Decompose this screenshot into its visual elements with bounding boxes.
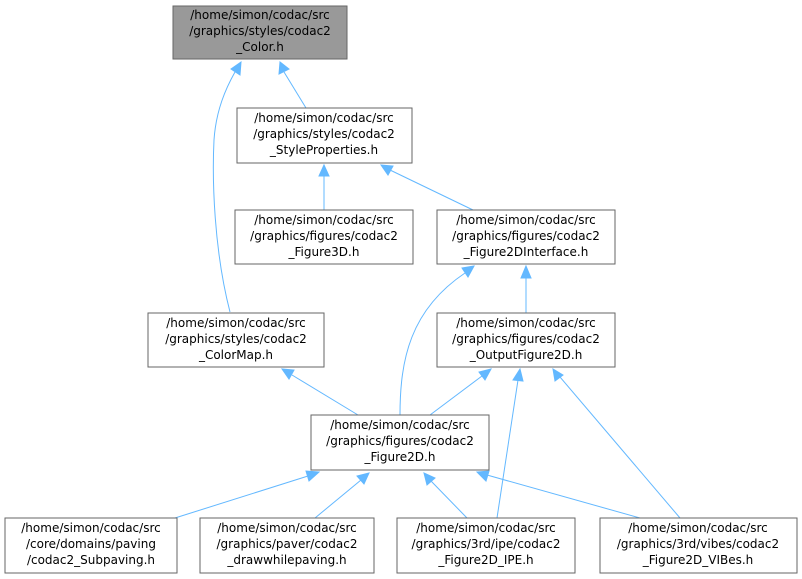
node-label-line: /home/simon/codac/src (456, 316, 595, 330)
node-label-line: /graphics/styles/codac2 (165, 332, 307, 346)
node-box (199, 517, 375, 574)
node-figure2d-vibes[interactable]: /home/simon/codac/src /graphics/3rd/vibe… (599, 517, 798, 574)
node-label-line: /home/simon/codac/src (456, 213, 595, 227)
node-label-line: /graphics/figures/codac2 (452, 229, 600, 243)
node-color[interactable]: /home/simon/codac/src /graphics/styles/c… (172, 5, 348, 60)
edge-drawwhilepaving-to-figure2d (314, 479, 362, 519)
node-label-line: _Figure2D_VIBes.h (642, 553, 754, 567)
node-label-line: _Figure2DInterface.h (463, 245, 589, 259)
node-label-line: /graphics/figures/codac2 (452, 332, 600, 346)
node-box (436, 209, 616, 265)
edge-figure2dinterface-to-styleproperties (389, 169, 474, 211)
node-label-line: _Figure2D.h (364, 450, 436, 464)
node-label-line: _ColorMap.h (198, 348, 273, 362)
node-output-figure2d[interactable]: /home/simon/codac/src /graphics/figures/… (436, 312, 616, 368)
edge-arrowhead (230, 60, 242, 76)
node-box (234, 209, 414, 265)
edge-arrowhead (280, 368, 295, 380)
node-label-line: /graphics/3rd/vibes/codac2 (617, 537, 779, 551)
node-label-line: /home/simon/codac/src (190, 8, 329, 22)
node-drawwhilepaving[interactable]: /home/simon/codac/src /graphics/paver/co… (199, 517, 375, 574)
node-box (172, 5, 348, 60)
node-label-line: /home/simon/codac/src (628, 521, 767, 535)
node-label-line: /codac2_Subpaving.h (27, 553, 155, 567)
node-label-line: /home/simon/codac/src (254, 213, 393, 227)
edge-arrowhead (305, 470, 321, 482)
edge-figure2d-to-colormap (291, 374, 359, 416)
node-label-line: /home/simon/codac/src (330, 418, 469, 432)
edge-figure2d-to-figure2dinterface (399, 272, 466, 416)
node-label-line: /graphics/paver/codac2 (217, 537, 358, 551)
edge-figure2dvibes-to-outputfigure2d (559, 376, 681, 519)
node-label-line: _StyleProperties.h (269, 143, 378, 157)
node-label-line: /home/simon/codac/src (166, 316, 305, 330)
node-box (396, 517, 576, 574)
node-box (236, 107, 413, 164)
edge-arrowhead (478, 368, 492, 381)
node-label-line: /graphics/figures/codac2 (250, 229, 398, 243)
node-figure2d-interface[interactable]: /home/simon/codac/src /graphics/figures/… (436, 209, 616, 265)
node-label-line: /home/simon/codac/src (217, 521, 356, 535)
edge-arrowhead (512, 367, 524, 382)
edge-figure2dvibes-to-figure2d (486, 474, 641, 519)
node-label-line: /graphics/styles/codac2 (253, 127, 395, 141)
edge-figure2dipe-to-figure2d (430, 480, 468, 519)
node-figure3d[interactable]: /home/simon/codac/src /graphics/figures/… (234, 209, 414, 265)
edge-arrowhead (356, 472, 370, 485)
edge-arrowhead (318, 163, 330, 177)
node-box (147, 312, 325, 368)
node-style-properties[interactable]: /home/simon/codac/src /graphics/styles/c… (236, 107, 413, 164)
edge-colormap-to-color (212, 71, 236, 313)
edge-arrowhead (423, 472, 436, 486)
edge-arrowhead (278, 61, 290, 75)
node-label-line: _OutputFigure2D.h (469, 348, 583, 362)
node-colormap[interactable]: /home/simon/codac/src /graphics/styles/c… (147, 312, 325, 368)
edges (174, 60, 681, 519)
edge-arrowhead (461, 265, 475, 278)
node-label-line: _Figure2D_IPE.h (437, 553, 533, 567)
edge-arrowhead (475, 470, 490, 482)
edge-styleproperties-to-color (283, 71, 307, 109)
node-label-line: /home/simon/codac/src (416, 521, 555, 535)
node-box (599, 517, 798, 574)
edge-figure2dipe-to-outputfigure2d (496, 379, 519, 519)
edge-subpaving-to-figure2d (174, 475, 309, 519)
node-subpaving[interactable]: /home/simon/codac/src /core/domains/pavi… (4, 517, 178, 574)
node-label-line: /graphics/styles/codac2 (189, 24, 331, 38)
node-label-line: /home/simon/codac/src (254, 111, 393, 125)
node-figure2d[interactable]: /home/simon/codac/src /graphics/figures/… (310, 414, 490, 471)
node-label-line: /graphics/3rd/ipe/codac2 (412, 537, 561, 551)
node-label-line: /core/domains/paving (26, 537, 156, 551)
node-label-line: _drawwhilepaving.h (226, 553, 346, 567)
node-box (436, 312, 616, 368)
node-box (310, 414, 490, 471)
node-label-line: /home/simon/codac/src (21, 521, 160, 535)
node-figure2d-ipe[interactable]: /home/simon/codac/src /graphics/3rd/ipe/… (396, 517, 576, 574)
edge-arrowhead (379, 164, 394, 176)
edge-arrowhead (552, 368, 564, 382)
node-label-line: /graphics/figures/codac2 (326, 434, 474, 448)
node-label-line: _Color.h (235, 40, 284, 54)
edge-figure2d-to-outputfigure2d (429, 375, 483, 416)
edge-arrowhead (520, 264, 532, 279)
node-box (4, 517, 178, 574)
node-label-line: _Figure3D.h (288, 245, 360, 259)
